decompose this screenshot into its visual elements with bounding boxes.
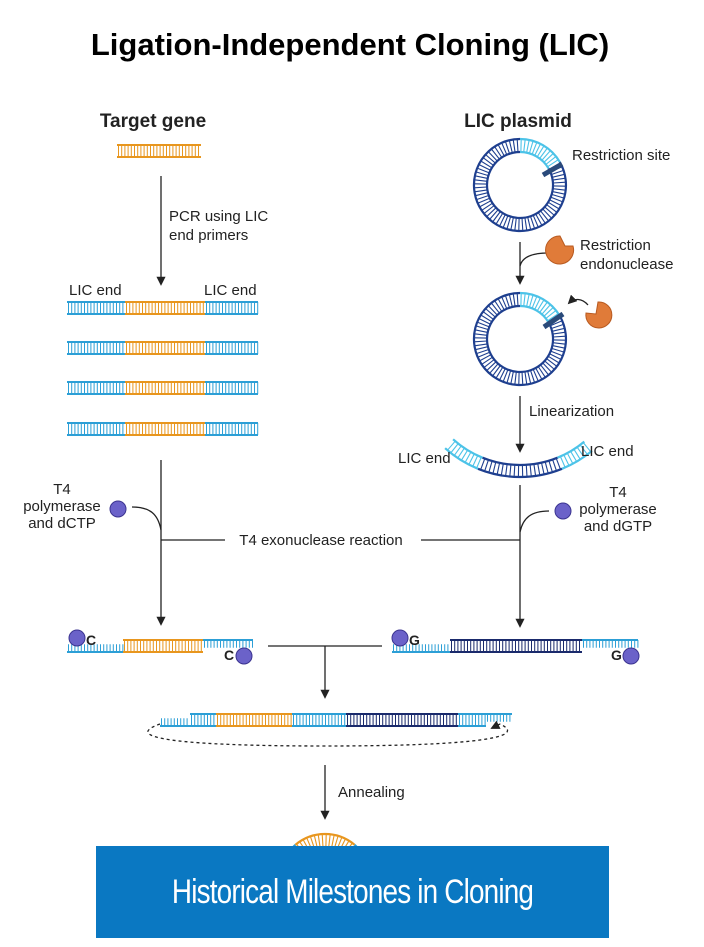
linearization-label: Linearization — [529, 403, 614, 420]
annealing-label: Annealing — [338, 784, 405, 801]
lic-plasmid-circle — [472, 137, 568, 233]
lic-end-label-left-a: LIC end — [69, 282, 122, 299]
dgtp-molecule-icon — [554, 502, 572, 520]
exonuclease-label: T4 exonuclease reaction — [239, 532, 402, 549]
banner: Historical Milestones in Cloning — [96, 846, 609, 938]
processed-insert — [67, 639, 253, 653]
lic-plasmid-heading: LIC plasmid — [464, 111, 572, 132]
vector-base-right: G — [611, 647, 622, 663]
insert-dctp-right-icon — [235, 647, 253, 665]
target-gene-heading: Target gene — [100, 111, 206, 132]
linearized-plasmid — [444, 438, 593, 479]
enzyme-connector — [519, 252, 549, 267]
released-enzyme-icon — [585, 301, 613, 329]
restriction-site-marker — [541, 161, 564, 178]
dctp-molecule-icon — [109, 500, 127, 518]
restriction-site-label: Restriction site — [572, 147, 670, 164]
processed-vector — [392, 639, 639, 653]
cut-plasmid-circle — [472, 291, 568, 387]
insert-base-left: C — [86, 632, 96, 648]
enzyme-release-arrow — [567, 294, 589, 306]
combined-fragment — [160, 713, 512, 727]
dctp-connector — [131, 506, 162, 531]
circularization-path — [147, 723, 509, 747]
linear-lic-end-right: LIC end — [581, 443, 634, 460]
circularization-arrowhead — [490, 720, 501, 729]
banner-text: Historical Milestones in Cloning — [171, 873, 534, 911]
insert-base-right: C — [224, 647, 234, 663]
vector-dgtp-left-icon — [391, 629, 409, 647]
pcr-products — [67, 301, 259, 436]
lic-end-label-left-b: LIC end — [204, 282, 257, 299]
target-gene-dna — [117, 144, 201, 158]
dgtp-connector — [519, 510, 550, 533]
insert-dctp-left-icon — [68, 629, 86, 647]
linear-lic-end-left: LIC end — [398, 450, 451, 467]
cut-site-marker — [542, 311, 565, 330]
restriction-enzyme-icon — [545, 235, 575, 265]
vector-base-left: G — [409, 632, 420, 648]
diagram-title: Ligation-Independent Cloning (LIC) — [91, 27, 609, 62]
vector-dgtp-right-icon — [622, 647, 640, 665]
